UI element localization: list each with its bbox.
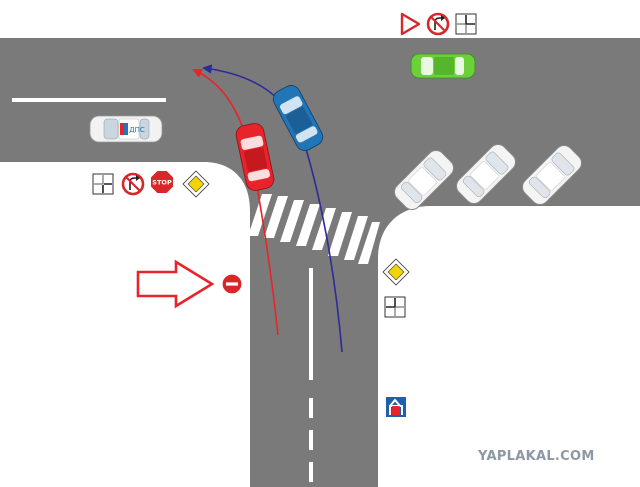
give-way-sign-icon <box>400 12 421 36</box>
pointer-arrow-icon <box>136 259 215 309</box>
pedestrian-crossing <box>248 194 380 264</box>
crosswalk-stripe <box>296 204 320 246</box>
parked-car <box>393 149 455 211</box>
no-entry-sign-icon <box>221 273 243 295</box>
lane-dash-1 <box>309 398 313 418</box>
blue-car <box>272 85 324 151</box>
top-sign-group <box>400 12 477 36</box>
priority-road-sign-icon <box>382 258 410 286</box>
crosswalk-stripe <box>328 212 352 256</box>
crosswalk-stripe <box>248 194 272 236</box>
crosswalk-stripe <box>358 222 380 264</box>
left-sign-group: STOP <box>92 170 210 198</box>
green-car <box>410 53 476 79</box>
right-sign-group <box>382 258 410 417</box>
priority-road-sign-icon <box>182 170 210 198</box>
direction-plate-icon <box>455 13 477 35</box>
no-right-turn-sign-icon <box>426 12 450 36</box>
crosswalk-stripe <box>280 200 304 242</box>
parked-car <box>521 144 583 206</box>
crosswalk-stripe <box>312 208 336 250</box>
roadway <box>0 38 640 487</box>
police-car-label: ДПС <box>129 126 145 134</box>
lane-line-horizontal <box>12 98 166 102</box>
lane-dash-3 <box>309 462 313 482</box>
parked-cars <box>393 143 583 211</box>
direction-plate-icon <box>92 173 114 195</box>
crosswalk-stripe <box>344 216 368 260</box>
crosswalk-stripe <box>264 196 288 238</box>
watermark: YAPLAKAL.COM <box>478 449 595 464</box>
road-markings <box>12 98 380 482</box>
asphalt <box>0 38 640 487</box>
stop-sign-label: STOP <box>152 179 172 187</box>
police-car: ДПС <box>89 115 163 143</box>
stop-sign-icon: STOP <box>151 171 173 193</box>
lane-line-vertical-solid <box>309 268 313 380</box>
one-way-dead-end-sign-icon <box>386 397 406 417</box>
lane-dash-2 <box>309 430 313 450</box>
parked-car <box>455 143 517 205</box>
no-right-turn-sign-icon <box>121 172 145 196</box>
direction-plate-icon <box>384 296 406 318</box>
red-car <box>235 123 275 191</box>
